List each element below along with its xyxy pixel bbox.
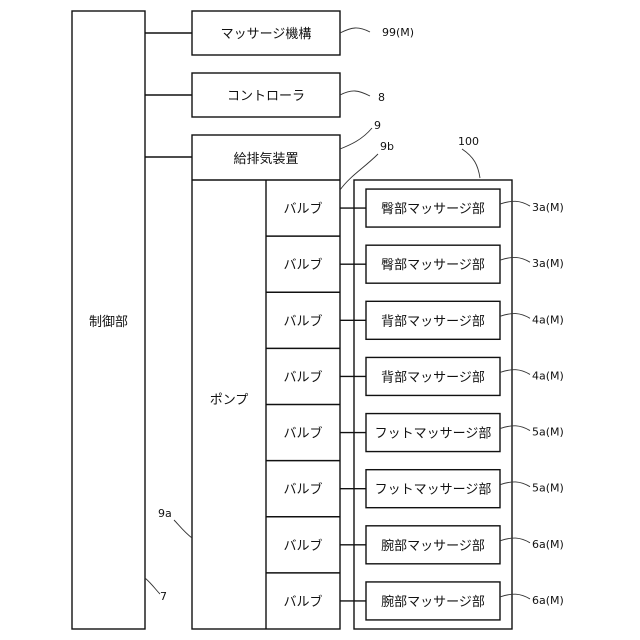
valve-label: バルブ: [283, 201, 322, 217]
massage-part-label: 臀部マッサージ部: [381, 202, 485, 217]
valve-label: バルブ: [283, 482, 322, 498]
massage-part-label: フットマッサージ部: [375, 483, 492, 498]
valve-label: バルブ: [283, 369, 322, 385]
ref-air-device: 9: [374, 119, 381, 132]
massage-part-label: 腕部マッサージ部: [381, 594, 485, 610]
massage-part-label: 背部マッサージ部: [381, 314, 485, 329]
massage-part-label: 腕部マッサージ部: [381, 538, 485, 554]
ref-leader-air-device: [340, 128, 372, 149]
pump-label: ポンプ: [210, 393, 249, 408]
massage-part-ref: 5a(M): [532, 482, 564, 495]
ref-leader-mechanism: [340, 28, 370, 33]
air-supply-device-label: 給排気装置: [233, 151, 298, 167]
ref-leader-controller: [340, 91, 370, 96]
control-unit-label: 制御部: [89, 315, 128, 330]
ref-control-unit: 7: [160, 590, 167, 603]
ref-group: 100: [458, 135, 479, 148]
massage-part-ref: 6a(M): [532, 538, 564, 551]
valve-label: バルブ: [283, 594, 322, 610]
massage-mechanism-label: マッサージ機構: [221, 27, 312, 42]
massage-part-ref: 4a(M): [532, 369, 564, 382]
controller-label: コントローラ: [227, 89, 305, 104]
ref-pump: 9a: [158, 507, 172, 520]
massage-part-ref: 3a(M): [532, 257, 564, 270]
massage-part-label: 背部マッサージ部: [381, 370, 485, 385]
ref-valve: 9b: [380, 140, 394, 153]
valve-label: バルブ: [283, 538, 322, 554]
massage-part-ref: 4a(M): [532, 313, 564, 326]
valve-label: バルブ: [283, 257, 322, 273]
ref-leader-pump: [174, 520, 192, 538]
massage-part-ref: 6a(M): [532, 594, 564, 607]
ref-leader-control-unit: [145, 578, 160, 594]
massage-part-ref: 5a(M): [532, 426, 564, 439]
ref-leader-group: [462, 149, 480, 178]
ref-mechanism: 99(M): [382, 26, 414, 39]
massage-part-ref: 3a(M): [532, 201, 564, 214]
ref-controller: 8: [378, 91, 385, 104]
valve-label: バルブ: [283, 313, 322, 329]
massage-part-label: フットマッサージ部: [375, 427, 492, 442]
massage-part-label: 臀部マッサージ部: [381, 258, 485, 273]
valve-label: バルブ: [283, 426, 322, 442]
